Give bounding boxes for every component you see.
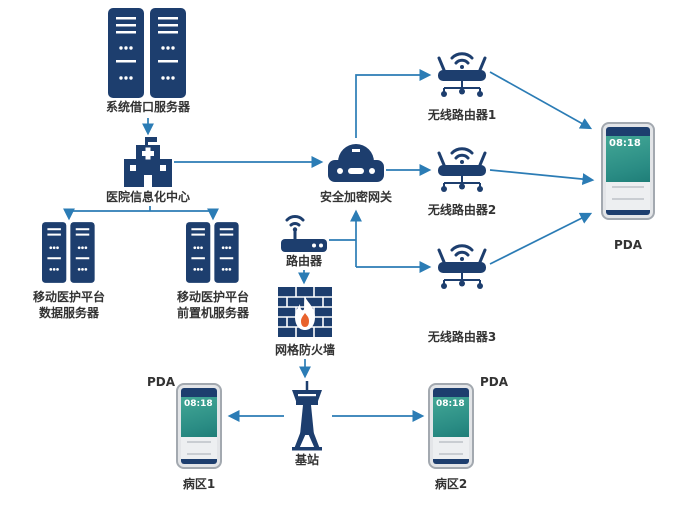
- frontend-server-label: 移动医护平台 前置机服务器: [153, 290, 273, 321]
- firewall-label: 网格防火墙: [274, 343, 335, 357]
- wireless-router-icon: [437, 52, 487, 97]
- pda-top-bar: [606, 127, 650, 136]
- wireless-router-3-label: 无线路由器3: [427, 330, 497, 344]
- base-station-label: 基站: [294, 453, 319, 467]
- brick-wall-flame-icon: [278, 287, 332, 337]
- wireless-router-icon: [437, 147, 487, 192]
- frontend-server-label-line1: 移动医护平台: [176, 290, 249, 304]
- pda-top-bar: [181, 388, 217, 397]
- wireless-router-icon: [437, 244, 487, 289]
- router-icon: [281, 206, 327, 258]
- server-rack-icon: [42, 222, 95, 283]
- ward2-label: 病区2: [434, 477, 468, 491]
- pda-screen-time: 08:18: [184, 399, 213, 409]
- router-label: 路由器: [285, 254, 322, 268]
- signal-tower-icon: [292, 381, 322, 451]
- pda-top-bar: [433, 388, 469, 397]
- firewall-icon: [278, 287, 332, 343]
- server-rack-icon: [186, 222, 239, 283]
- hospital-building-icon: [124, 137, 172, 187]
- pda-screen: 08:18: [433, 397, 469, 437]
- edge-wr3-to-pda: [489, 212, 593, 265]
- frontend-server-icon: [186, 222, 240, 287]
- frontend-server-label-line2: 前置机服务器: [176, 305, 249, 320]
- interface-server-label: 系统借口服务器: [105, 100, 190, 114]
- security-gateway-label: 安全加密网关: [319, 190, 392, 204]
- wireless-router-3-icon: [436, 240, 488, 296]
- pda-main-device: 08:18: [601, 122, 655, 220]
- pda-keypad: [606, 182, 650, 215]
- hospital-center-label: 医院信息化中心: [105, 190, 190, 204]
- pda-screen: 08:18: [181, 397, 217, 437]
- wireless-router-1-icon: [436, 48, 488, 104]
- security-gateway-icon: [328, 140, 384, 190]
- pda-ward1-label: PDA: [146, 375, 176, 389]
- data-server-label-line2: 数据服务器: [38, 305, 99, 320]
- pda-screen-time: 08:18: [609, 138, 641, 149]
- interface-server-icon: [108, 8, 188, 102]
- hospital-center-icon: [124, 137, 172, 191]
- wireless-router-2-icon: [436, 143, 488, 199]
- wireless-router-2-label: 无线路由器2: [427, 203, 497, 217]
- pda-main-label: PDA: [613, 238, 643, 252]
- pda-screen: 08:18: [606, 136, 650, 182]
- data-server-icon: [42, 222, 96, 287]
- pda-keypad: [433, 437, 469, 464]
- pda-screen-time: 08:18: [436, 399, 465, 409]
- wifi-router-icon: [281, 215, 327, 252]
- pda-ward1-device: 08:18: [176, 383, 222, 469]
- data-server-label: 移动医护平台 数据服务器: [9, 290, 129, 321]
- edge-wr1-to-pda: [489, 71, 593, 130]
- pda-ward2-device: 08:18: [428, 383, 474, 469]
- pda-keypad: [181, 437, 217, 464]
- gateway-device-icon: [328, 144, 384, 182]
- flame-core: [301, 313, 309, 327]
- base-station-icon: [286, 381, 328, 455]
- data-server-label-line1: 移动医护平台: [32, 290, 105, 304]
- server-rack-icon: [108, 8, 186, 98]
- edge-gateway-to-wr1: [355, 69, 432, 138]
- ward1-label: 病区1: [182, 477, 216, 491]
- edge-wr2-to-pda: [489, 169, 595, 185]
- wireless-router-1-label: 无线路由器1: [427, 108, 497, 122]
- pda-ward2-label: PDA: [479, 375, 509, 389]
